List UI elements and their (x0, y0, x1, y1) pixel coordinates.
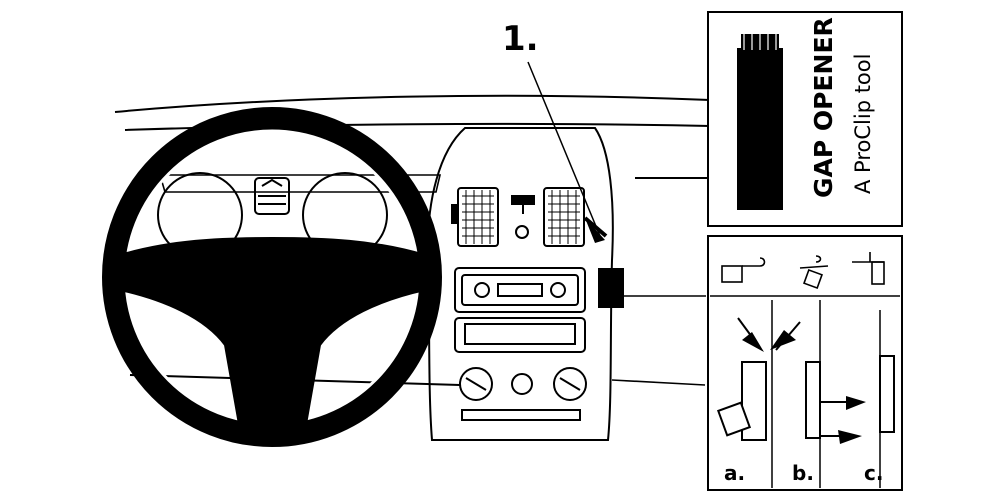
gap-opener-title: GAP OPENER (809, 17, 838, 198)
gap-opener-tool-icon (737, 34, 783, 210)
callout-leader (527, 61, 601, 237)
step-b-label: b. (792, 461, 814, 485)
center-console (426, 127, 614, 441)
steering-wheel (102, 107, 442, 447)
vent-grille-left (462, 190, 494, 244)
instrument-cluster (157, 172, 388, 258)
step-icons-row (721, 252, 885, 289)
gap-opener-panel: GAP OPENER A ProClip tool (707, 11, 903, 227)
vent-grille-right (548, 190, 580, 244)
callout-number: 1. (502, 19, 539, 59)
step-c-label: c. (864, 461, 883, 485)
step-b-illustration (805, 361, 866, 444)
step-a-illustration (716, 317, 801, 441)
gap-opener-subtitle: A ProClip tool (851, 54, 875, 194)
installation-steps-panel: a. b. c. (707, 235, 903, 491)
mounting-point (583, 216, 624, 308)
step-c-illustration (879, 355, 895, 433)
step-a-label: a. (724, 461, 745, 485)
